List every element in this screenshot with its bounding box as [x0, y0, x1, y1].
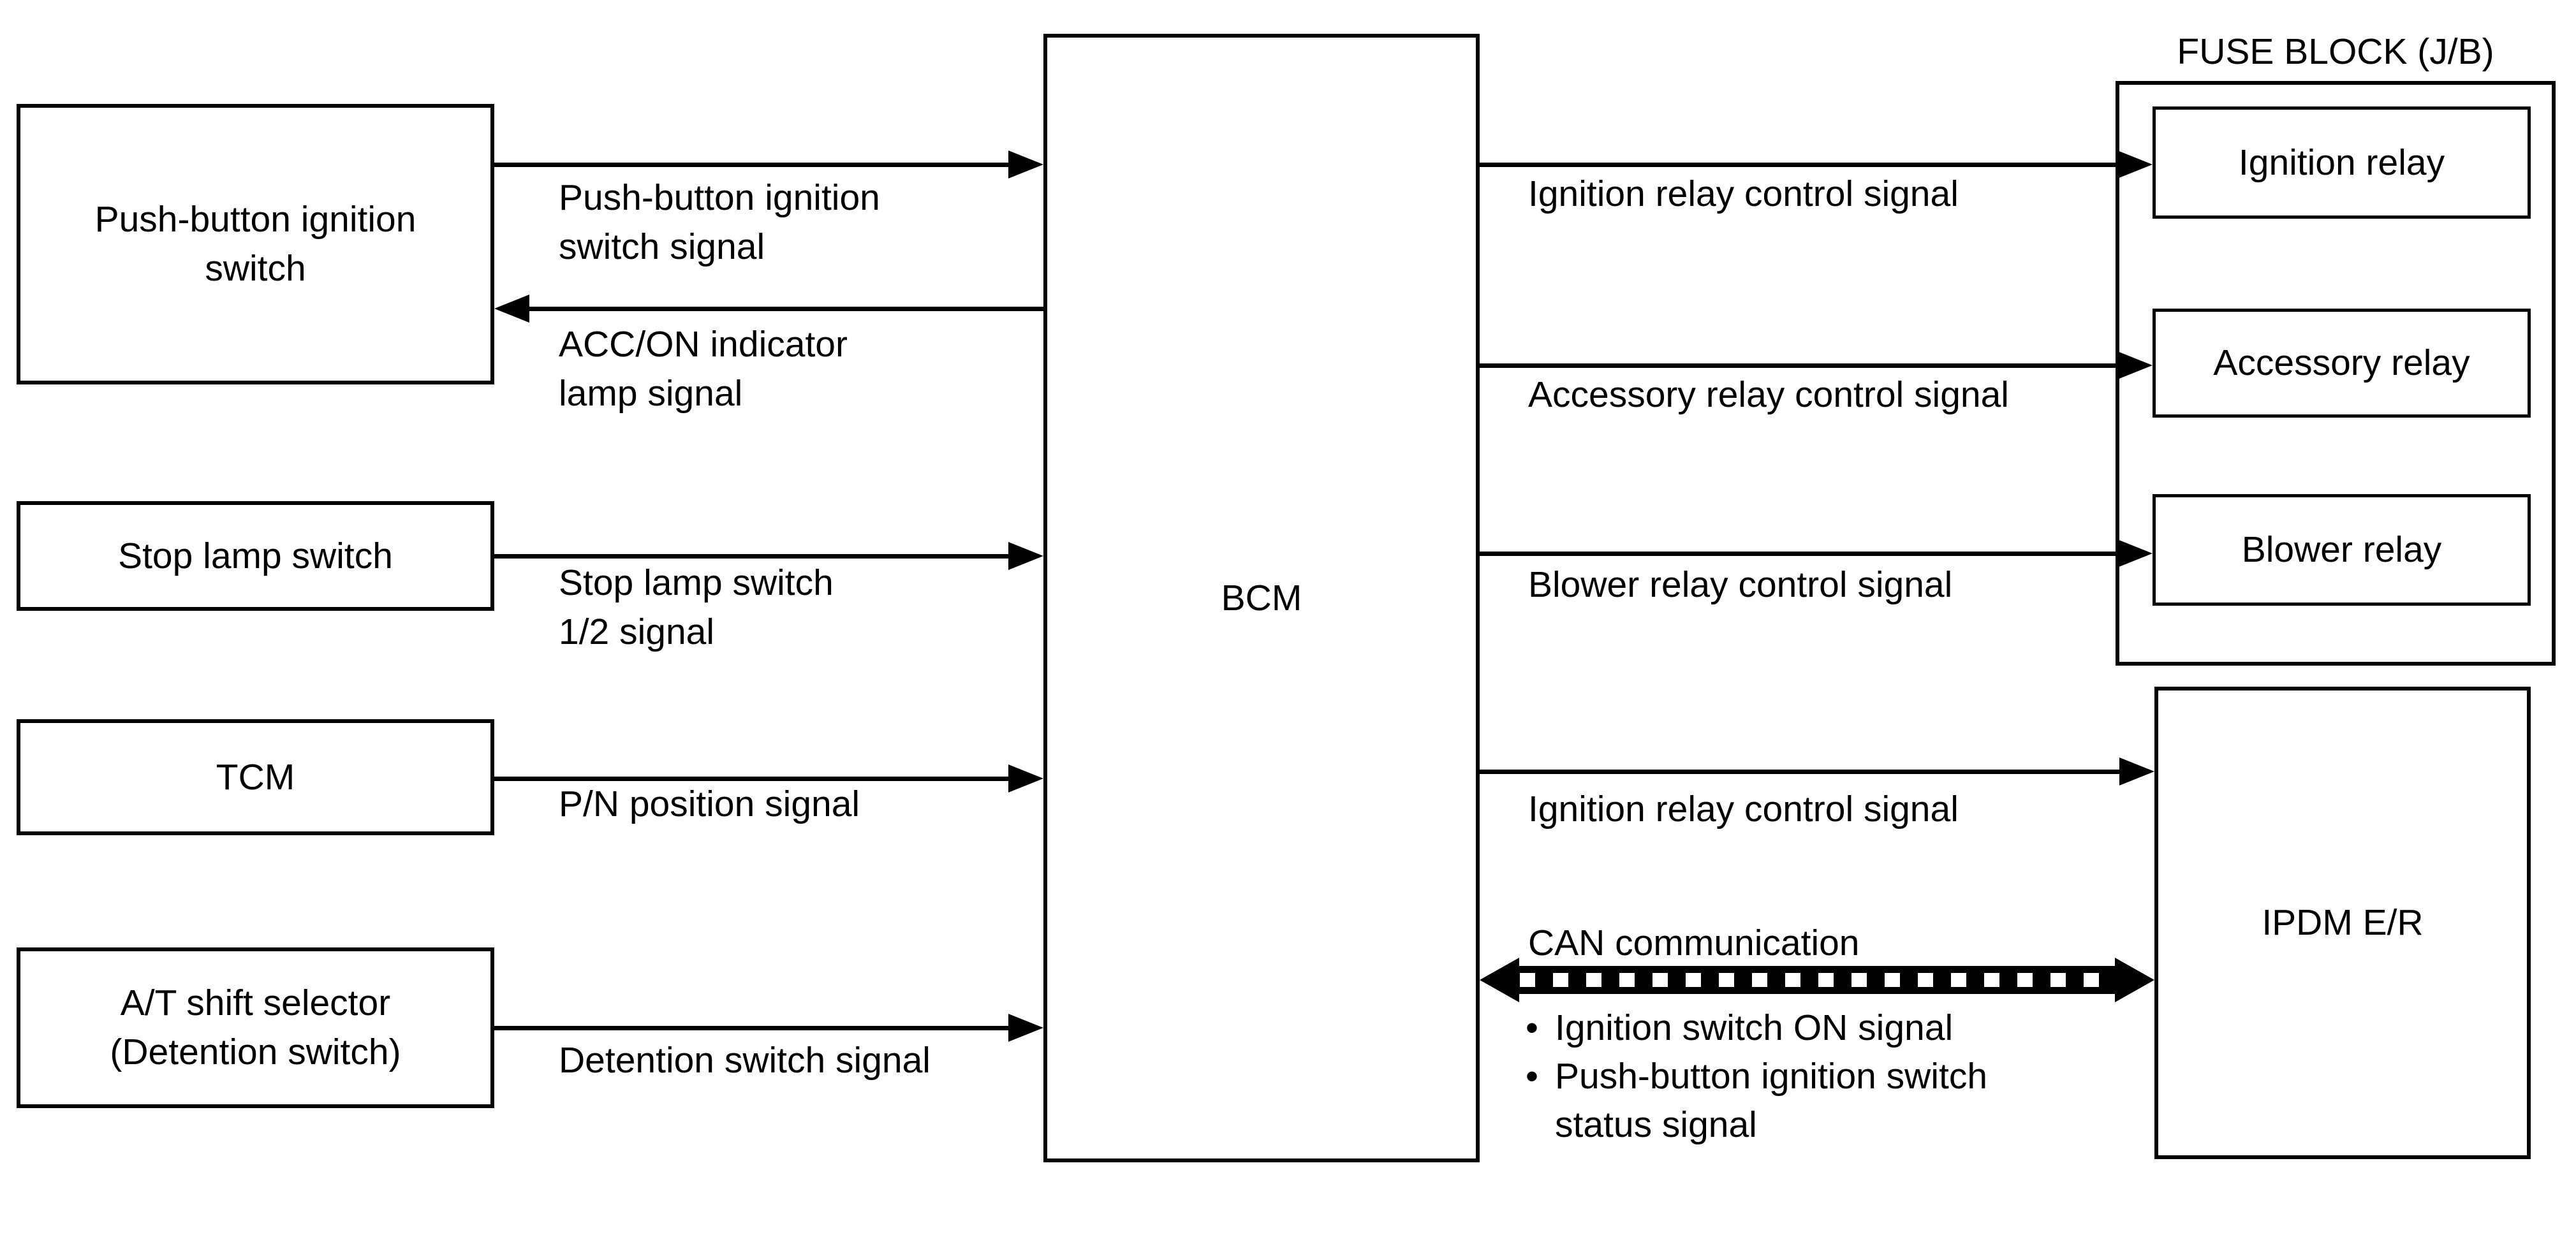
- arrowhead-right-icon: [2117, 150, 2153, 179]
- can-communication-arrow: [1480, 958, 2154, 1002]
- label-blower-relay-control-signal: Blower relay control signal: [1528, 564, 1953, 605]
- can-signal-list: • Ignition switch ON signal • Push-butto…: [1526, 1004, 1987, 1149]
- label-detention-switch-signal: Detention switch signal: [559, 1040, 931, 1081]
- arrowhead-right-icon: [2117, 539, 2153, 567]
- label-can-communication: CAN communication: [1528, 923, 1860, 963]
- arrowhead-right-icon: [2119, 757, 2154, 786]
- arrow-line-acc-on-indicator: [529, 307, 1043, 311]
- arrowhead-right-icon: [1008, 1014, 1043, 1042]
- arrowhead-right-icon: [2117, 351, 2153, 379]
- arrow-line-blower-relay-control: [1480, 552, 2121, 556]
- arrowhead-right-icon: [2115, 958, 2154, 1002]
- node-stop-lamp-switch: Stop lamp switch: [17, 501, 494, 611]
- node-tcm: TCM: [17, 719, 494, 835]
- can-item-text: Ignition switch ON signal: [1555, 1007, 1954, 1048]
- arrowhead-left-icon: [494, 295, 529, 323]
- can-dash-pattern: [1520, 973, 2114, 987]
- arrowhead-right-icon: [1008, 542, 1043, 570]
- arrowhead-right-icon: [1008, 764, 1043, 793]
- label-stop-lamp-switch-signal: Stop lamp switch 1/2 signal: [559, 562, 834, 652]
- arrow-line-accessory-relay-control: [1480, 363, 2121, 368]
- node-ipdm-er: IPDM E/R: [2154, 687, 2531, 1159]
- arrow-line-push-button-signal: [494, 163, 1012, 167]
- bullet-icon: •: [1526, 1007, 1538, 1048]
- can-item-text: Push-button ignition switch status signa…: [1555, 1056, 1988, 1145]
- bullet-icon: •: [1526, 1056, 1538, 1097]
- label-acc-on-indicator-lamp-signal: ACC/ON indicator lamp signal: [559, 324, 848, 414]
- label-pn-position-signal: P/N position signal: [559, 784, 860, 824]
- arrow-line-pn-position-signal: [494, 777, 1012, 781]
- label-ignition-relay-control-signal-ipdm: Ignition relay control signal: [1528, 789, 1959, 829]
- node-accessory-relay: Accessory relay: [2153, 309, 2531, 418]
- arrow-line-stop-lamp-signal: [494, 554, 1012, 559]
- node-at-shift-selector: A/T shift selector (Detention switch): [17, 947, 494, 1108]
- node-bcm: BCM: [1043, 34, 1480, 1162]
- arrowhead-left-icon: [1480, 958, 1519, 1002]
- can-dashed-shaft: [1515, 966, 2119, 994]
- arrow-line-ignition-relay-control: [1480, 163, 2121, 167]
- node-push-button-ignition-switch: Push-button ignition switch: [17, 104, 494, 384]
- label-push-button-switch-signal: Push-button ignition switch signal: [559, 177, 880, 267]
- label-accessory-relay-control-signal: Accessory relay control signal: [1528, 374, 2009, 415]
- arrowhead-right-icon: [1008, 150, 1043, 179]
- list-item: • Ignition switch ON signal: [1526, 1004, 1987, 1052]
- arrow-line-ignition-relay-control-ipdm: [1480, 770, 2123, 774]
- arrow-line-detention-switch-signal: [494, 1026, 1012, 1030]
- node-ignition-relay: Ignition relay: [2153, 106, 2531, 219]
- node-blower-relay: Blower relay: [2153, 494, 2531, 606]
- fuse-block-title: FUSE BLOCK (J/B): [2177, 31, 2494, 72]
- list-item: • Push-button ignition switch status sig…: [1526, 1052, 1987, 1149]
- label-ignition-relay-control-signal: Ignition relay control signal: [1528, 173, 1959, 214]
